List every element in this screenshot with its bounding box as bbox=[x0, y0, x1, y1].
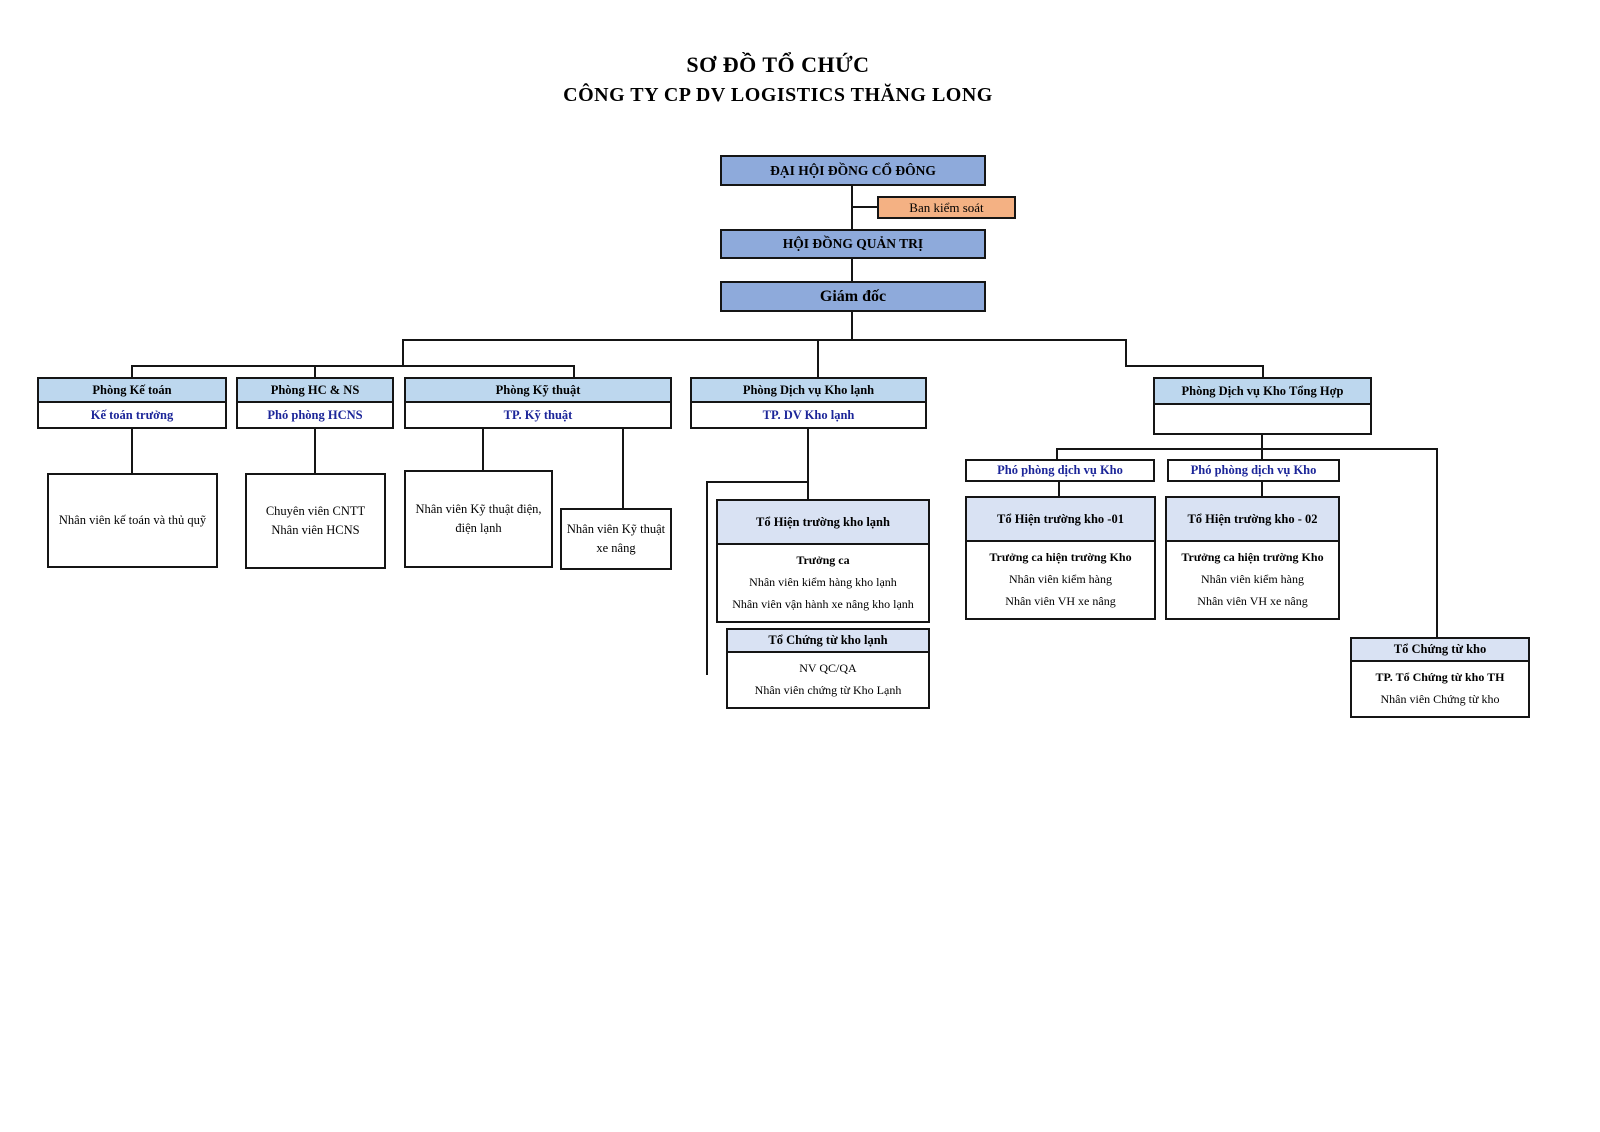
connector bbox=[1125, 365, 1264, 367]
connector bbox=[622, 427, 624, 508]
box-director: Giám đốc bbox=[720, 281, 986, 312]
connector bbox=[1262, 365, 1264, 377]
staff-forklift-tech-line2: xe nâng bbox=[596, 541, 636, 555]
dept-hr-admin-title: Phòng HC & NS bbox=[238, 379, 392, 403]
connector bbox=[573, 365, 575, 377]
deputy-warehouse-1: Phó phòng dịch vụ Kho bbox=[965, 459, 1155, 482]
connector bbox=[1261, 482, 1263, 496]
team-member: Trưởng ca hiện trường Kho bbox=[989, 550, 1132, 564]
connector bbox=[1125, 339, 1127, 365]
dept-technical: Phòng Kỹ thuật TP. Kỹ thuật bbox=[404, 377, 672, 429]
box-supervisory-board: Ban kiểm soát bbox=[877, 196, 1016, 219]
connector bbox=[1058, 482, 1060, 496]
staff-electrical-line1: Nhân viên Kỹ thuật điện, bbox=[415, 502, 542, 516]
connector bbox=[851, 311, 853, 339]
staff-forklift-tech-line1: Nhân viên Kỹ thuật bbox=[566, 522, 666, 536]
team-member: Nhân viên chứng từ Kho Lạnh bbox=[754, 683, 902, 697]
connector bbox=[482, 427, 484, 470]
team-warehouse-field-02: Tổ Hiện trường kho - 02 Trưởng ca hiện t… bbox=[1165, 496, 1340, 620]
connector bbox=[314, 427, 316, 473]
team-member: Nhân viên Chứng từ kho bbox=[1380, 692, 1500, 706]
team-warehouse-docs-title: Tổ Chứng từ kho bbox=[1352, 639, 1528, 662]
team-cold-field: Tổ Hiện trường kho lạnh Trưởng ca Nhân v… bbox=[716, 499, 930, 623]
dept-hr-admin: Phòng HC & NS Phó phòng HCNS bbox=[236, 377, 394, 429]
connector bbox=[851, 206, 877, 208]
connector bbox=[706, 481, 708, 675]
connector bbox=[131, 365, 133, 377]
dept-accounting-head: Kế toán trưởng bbox=[90, 407, 174, 422]
connector bbox=[1056, 448, 1438, 450]
team-cold-docs-title: Tổ Chứng từ kho lạnh bbox=[728, 630, 928, 653]
team-member: Nhân viên kiểm hàng bbox=[1009, 572, 1112, 586]
dept-general-warehouse-head bbox=[1155, 405, 1370, 433]
staff-accounting: Nhân viên kế toán và thủ quỹ bbox=[47, 473, 218, 568]
connector bbox=[1436, 448, 1438, 637]
connector bbox=[817, 339, 819, 377]
company-name: CÔNG TY CP DV LOGISTICS THĂNG LONG bbox=[563, 84, 993, 106]
connector bbox=[851, 259, 853, 281]
team-warehouse-field-01-title: Tổ Hiện trường kho -01 bbox=[967, 498, 1154, 542]
staff-electrical: Nhân viên Kỹ thuật điện, điện lạnh bbox=[404, 470, 553, 568]
connector bbox=[1261, 448, 1263, 459]
team-warehouse-docs: Tổ Chứng từ kho TP. Tổ Chứng từ kho TH N… bbox=[1350, 637, 1530, 718]
dept-general-warehouse-title: Phòng Dịch vụ Kho Tổng Hợp bbox=[1155, 379, 1370, 405]
team-member: Nhân viên kiểm hàng kho lạnh bbox=[749, 575, 897, 589]
dept-general-warehouse: Phòng Dịch vụ Kho Tổng Hợp bbox=[1153, 377, 1372, 435]
staff-accounting-line: Nhân viên kế toán và thủ quỹ bbox=[58, 513, 207, 527]
team-warehouse-field-01: Tổ Hiện trường kho -01 Trưởng ca hiện tr… bbox=[965, 496, 1156, 620]
connector bbox=[131, 365, 575, 367]
team-member: Nhân viên VH xe nâng bbox=[1197, 594, 1308, 608]
team-member: Nhân viên kiểm hàng bbox=[1201, 572, 1304, 586]
team-member: NV QC/QA bbox=[799, 661, 857, 675]
connector bbox=[402, 339, 1127, 341]
dept-hr-admin-head: Phó phòng HCNS bbox=[267, 407, 363, 422]
team-member: Nhân viên VH xe nâng bbox=[1005, 594, 1116, 608]
team-cold-docs: Tổ Chứng từ kho lạnh NV QC/QA Nhân viên … bbox=[726, 628, 930, 709]
dept-technical-title: Phòng Kỹ thuật bbox=[406, 379, 670, 403]
team-member: Trưởng ca bbox=[796, 553, 850, 567]
dept-accounting-title: Phòng Kế toán bbox=[39, 379, 225, 403]
staff-hr-it-line2: Nhân viên HCNS bbox=[271, 523, 360, 537]
dept-technical-head: TP. Kỹ thuật bbox=[503, 407, 573, 422]
connector bbox=[131, 427, 133, 473]
deputy-warehouse-2: Phó phòng dịch vụ Kho bbox=[1167, 459, 1340, 482]
staff-hr-it: Chuyên viên CNTT Nhân viên HCNS bbox=[245, 473, 386, 569]
team-cold-field-title: Tổ Hiện trường kho lạnh bbox=[718, 501, 928, 545]
team-member: Nhân viên vận hành xe nâng kho lạnh bbox=[732, 597, 914, 611]
staff-hr-it-line1: Chuyên viên CNTT bbox=[265, 504, 366, 518]
dept-cold-storage-title: Phòng Dịch vụ Kho lạnh bbox=[692, 379, 925, 403]
connector bbox=[1261, 433, 1263, 448]
dept-cold-storage-head: TP. DV Kho lạnh bbox=[762, 407, 855, 422]
connector bbox=[706, 481, 809, 483]
team-member: Trưởng ca hiện trường Kho bbox=[1181, 550, 1324, 564]
dept-accounting: Phòng Kế toán Kế toán trưởng bbox=[37, 377, 227, 429]
team-member: TP. Tổ Chứng từ kho TH bbox=[1375, 670, 1505, 684]
connector bbox=[314, 365, 316, 377]
team-warehouse-field-02-title: Tổ Hiện trường kho - 02 bbox=[1167, 498, 1338, 542]
staff-forklift-tech: Nhân viên Kỹ thuật xe nâng bbox=[560, 508, 672, 570]
connector bbox=[402, 339, 404, 365]
chart-title: SƠ ĐỒ TỔ CHỨC bbox=[686, 52, 870, 77]
connector bbox=[807, 427, 809, 499]
box-shareholders-meeting: ĐẠI HỘI ĐỒNG CỔ ĐÔNG bbox=[720, 155, 986, 186]
dept-cold-storage: Phòng Dịch vụ Kho lạnh TP. DV Kho lạnh bbox=[690, 377, 927, 429]
box-board-of-management: HỘI ĐỒNG QUẢN TRỊ bbox=[720, 229, 986, 259]
connector bbox=[1056, 448, 1058, 459]
staff-electrical-line2: điện lạnh bbox=[455, 521, 502, 535]
